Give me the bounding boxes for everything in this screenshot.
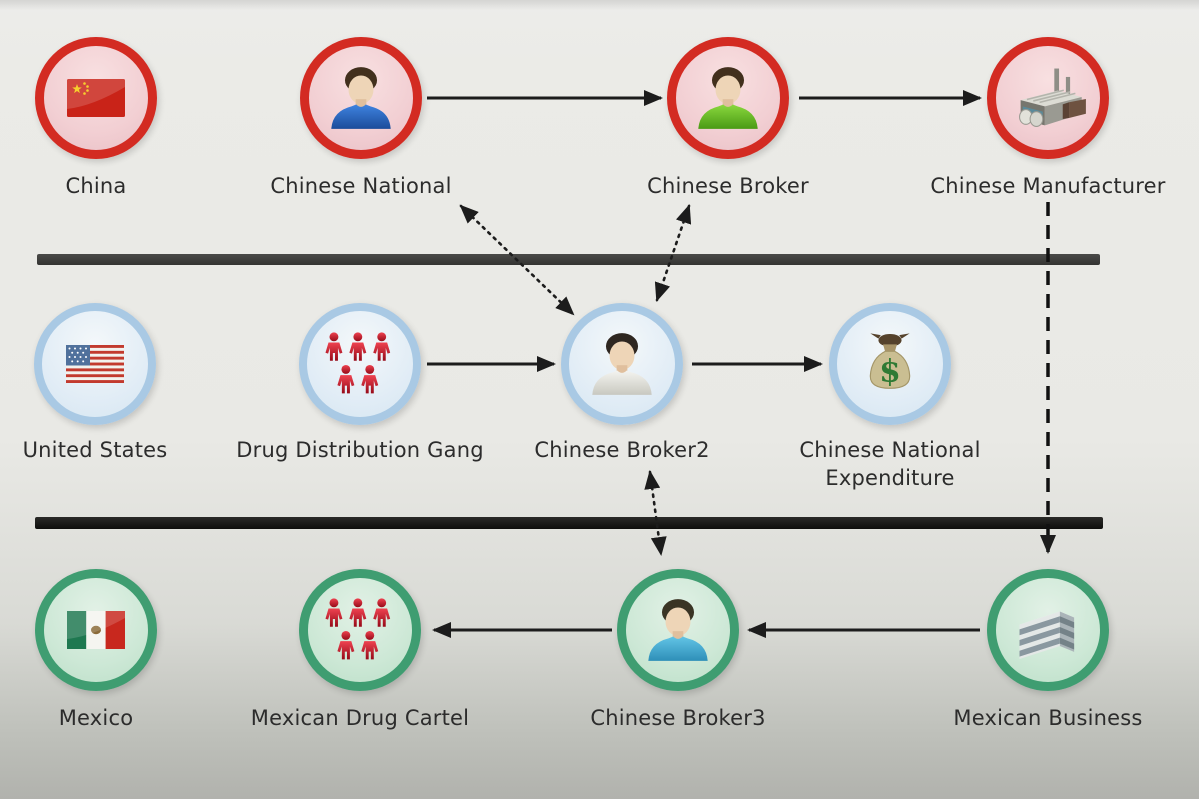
node-china: China	[35, 37, 157, 198]
node-label: Chinese Broker2	[534, 438, 710, 462]
node-chinese-broker3: Chinese Broker3	[590, 569, 765, 730]
node-mexican-business: Mexican Business	[953, 569, 1142, 730]
us-flag-icon	[66, 345, 124, 383]
node-circle: $	[829, 303, 951, 425]
node-circle	[35, 569, 157, 691]
node-circle	[35, 37, 157, 159]
china-flag-icon	[67, 79, 125, 117]
person-blue-shirt-icon	[331, 67, 391, 129]
building-icon	[1019, 611, 1075, 659]
crowd-icon	[325, 598, 391, 660]
person-lightblue-shirt-icon	[648, 599, 708, 661]
node-label: Chinese Broker	[647, 174, 809, 198]
person-green-shirt-icon	[698, 67, 758, 129]
dollar-glyph: $	[879, 353, 901, 389]
node-circle	[299, 569, 421, 691]
crowd-icon	[325, 332, 391, 394]
node-label: Chinese Broker3	[590, 706, 766, 730]
node-chinese-broker2: Chinese Broker2	[534, 303, 709, 462]
mexico-flag-icon	[67, 611, 125, 649]
node-drug-distribution-gang: Drug Distribution Gang	[236, 303, 484, 462]
person-white-shirt-icon	[592, 333, 652, 395]
node-circle	[667, 37, 789, 159]
node-label: Drug Distribution Gang	[236, 438, 484, 462]
node-label: Mexico	[58, 706, 134, 730]
node-circle	[617, 569, 739, 691]
node-circle	[34, 303, 156, 425]
dotted-arrow-chinese-broker2-chinese-broker3	[644, 470, 667, 556]
divider-bar-china-us	[37, 254, 1100, 265]
node-label: China	[65, 174, 127, 198]
node-chinese-manufacturer: Chinese Manufacturer	[930, 37, 1165, 198]
node-mexico: Mexico	[35, 569, 157, 730]
divider-bar-us-mexico	[35, 517, 1103, 529]
node-label: United States	[22, 438, 168, 462]
dotted-arrow-chinese-broker-chinese-broker2	[654, 204, 692, 302]
money-bag-icon: $	[869, 333, 911, 389]
node-circle	[987, 569, 1109, 691]
node-united-states: United States	[23, 303, 167, 462]
node-circle	[299, 303, 421, 425]
node-label: Mexican Drug Cartel	[250, 706, 470, 730]
node-label: Chinese National Expenditure	[799, 438, 981, 490]
node-label: Chinese Manufacturer	[930, 174, 1166, 198]
node-label: Mexican Business	[953, 706, 1143, 730]
node-chinese-national-expenditure: $ Chinese National Expenditure	[799, 303, 980, 490]
node-chinese-broker: Chinese Broker	[647, 37, 809, 198]
node-circle	[300, 37, 422, 159]
factory-icon	[1019, 68, 1086, 127]
node-circle	[561, 303, 683, 425]
node-label: Chinese National	[270, 174, 452, 198]
node-circle	[987, 37, 1109, 159]
node-chinese-national: Chinese National	[270, 37, 451, 198]
node-mexican-drug-cartel: Mexican Drug Cartel	[251, 569, 469, 730]
